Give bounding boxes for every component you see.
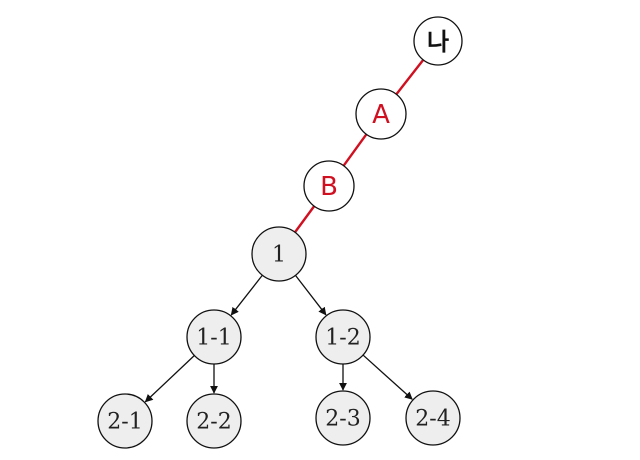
node-n1-1: 1-1 xyxy=(186,309,242,365)
edges xyxy=(144,59,425,403)
node-n2-1: 2-1 xyxy=(97,393,153,449)
node-b: B xyxy=(303,160,355,212)
node-circle xyxy=(405,390,461,446)
edge-arrow-n1_2-n2_4 xyxy=(362,354,413,400)
node-circle xyxy=(251,226,307,282)
edge-arrow-n1-n1_1 xyxy=(230,274,263,316)
node-n1-2: 1-2 xyxy=(315,309,371,365)
node-n1: 1 xyxy=(251,226,307,282)
node-n2-3: 2-3 xyxy=(315,390,371,446)
edge-line-a-b xyxy=(342,133,368,167)
edge-line-na-a xyxy=(395,59,425,96)
node-circle xyxy=(186,309,242,365)
edge-line-b-n1 xyxy=(294,205,316,233)
node-n2-2: 2-2 xyxy=(186,393,242,449)
node-na: 나 xyxy=(413,16,463,66)
node-circle xyxy=(97,393,153,449)
node-circle xyxy=(186,393,242,449)
node-n2-4: 2-4 xyxy=(405,390,461,446)
node-circle xyxy=(413,16,463,66)
node-circle xyxy=(303,160,355,212)
node-a: A xyxy=(355,88,407,140)
edge-arrow-n1_1-n2_1 xyxy=(144,355,195,403)
edge-arrow-n1-n1_2 xyxy=(294,274,327,316)
node-circle xyxy=(315,309,371,365)
node-circle xyxy=(315,390,371,446)
node-circle xyxy=(355,88,407,140)
